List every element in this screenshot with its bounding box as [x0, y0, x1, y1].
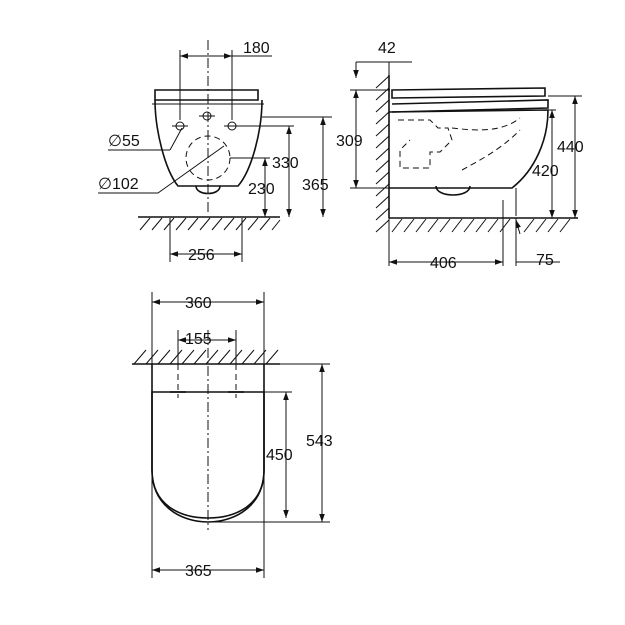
front-dim-diameter-102: ∅102: [98, 176, 139, 193]
side-seat: [391, 87, 546, 99]
side-trap-path: [398, 119, 453, 169]
side-view: 42 309 440 420 406 75: [336, 40, 584, 272]
side-dim-440: 440: [557, 139, 584, 156]
side-dim-75: 75: [536, 252, 554, 269]
front-dim-180: 180: [243, 40, 270, 57]
top-dim-450: 450: [266, 447, 293, 464]
side-dim-42: 42: [378, 40, 396, 57]
side-outlet: [435, 185, 471, 196]
side-bowl-body: [388, 109, 549, 189]
front-dim-diameter-55: ∅55: [108, 133, 140, 150]
front-dim-230: 230: [248, 181, 275, 198]
side-lid: [391, 99, 549, 113]
front-dim-256: 256: [188, 247, 215, 264]
front-bowl-outline: [154, 89, 259, 101]
front-dim-365: 365: [302, 177, 329, 194]
top-dim-155: 155: [185, 331, 212, 348]
front-floor-hatch: [139, 217, 281, 231]
side-dim-420: 420: [532, 163, 559, 180]
side-wall-hatch: [375, 75, 390, 233]
top-dim-365: 365: [185, 563, 212, 580]
top-wall-hatch: [133, 349, 279, 365]
side-dim-309: 309: [336, 133, 363, 150]
top-view: 360 155 543 450 365: [132, 292, 333, 580]
side-floor-hatch: [391, 218, 571, 233]
top-dim-543: 543: [306, 433, 333, 450]
front-dim-330: 330: [272, 155, 299, 172]
front-view: 180 ∅55 ∅102 365 330 230 256: [98, 40, 332, 264]
top-dim-360: 360: [185, 295, 212, 312]
side-dim-406: 406: [430, 255, 457, 272]
